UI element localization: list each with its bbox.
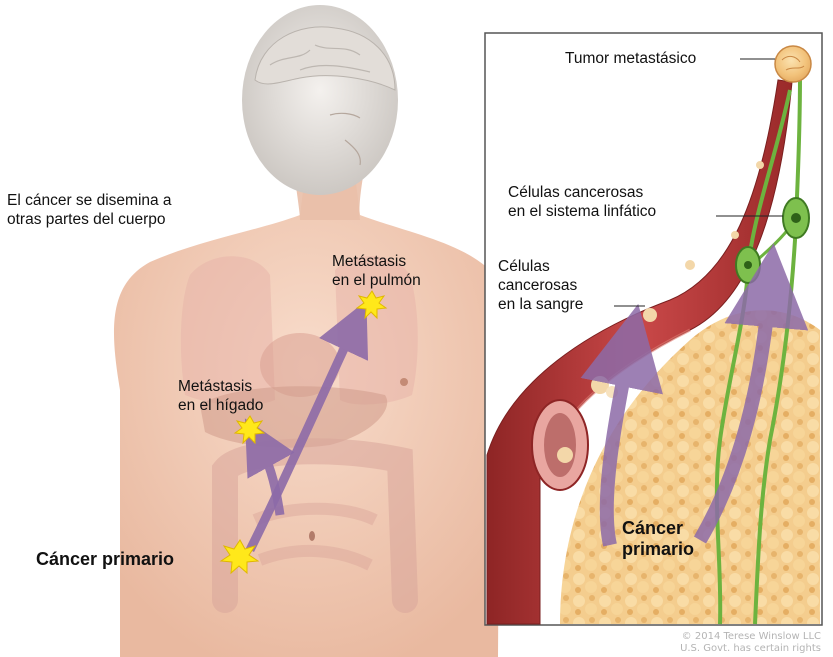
figure-caption: El cáncer se disemina a otras partes del… xyxy=(7,191,172,229)
inset-primary-cancer-label: Cáncer primario xyxy=(622,518,694,560)
lung-metastasis-label: Metástasis en el pulmón xyxy=(332,252,421,290)
copyright-credit: © 2014 Terese Winslow LLC U.S. Govt. has… xyxy=(680,631,821,655)
metastatic-tumor-label: Tumor metastásico xyxy=(565,49,696,68)
liver-metastasis-label: Metástasis en el hígado xyxy=(178,377,263,415)
primary-cancer-label: Cáncer primario xyxy=(36,549,174,570)
lymph-cancer-cells-label: Células cancerosas en el sistema linfáti… xyxy=(508,183,656,221)
blood-cancer-cells-label: Células cancerosas en la sangre xyxy=(498,257,583,314)
metastatic-tumor xyxy=(775,46,811,82)
